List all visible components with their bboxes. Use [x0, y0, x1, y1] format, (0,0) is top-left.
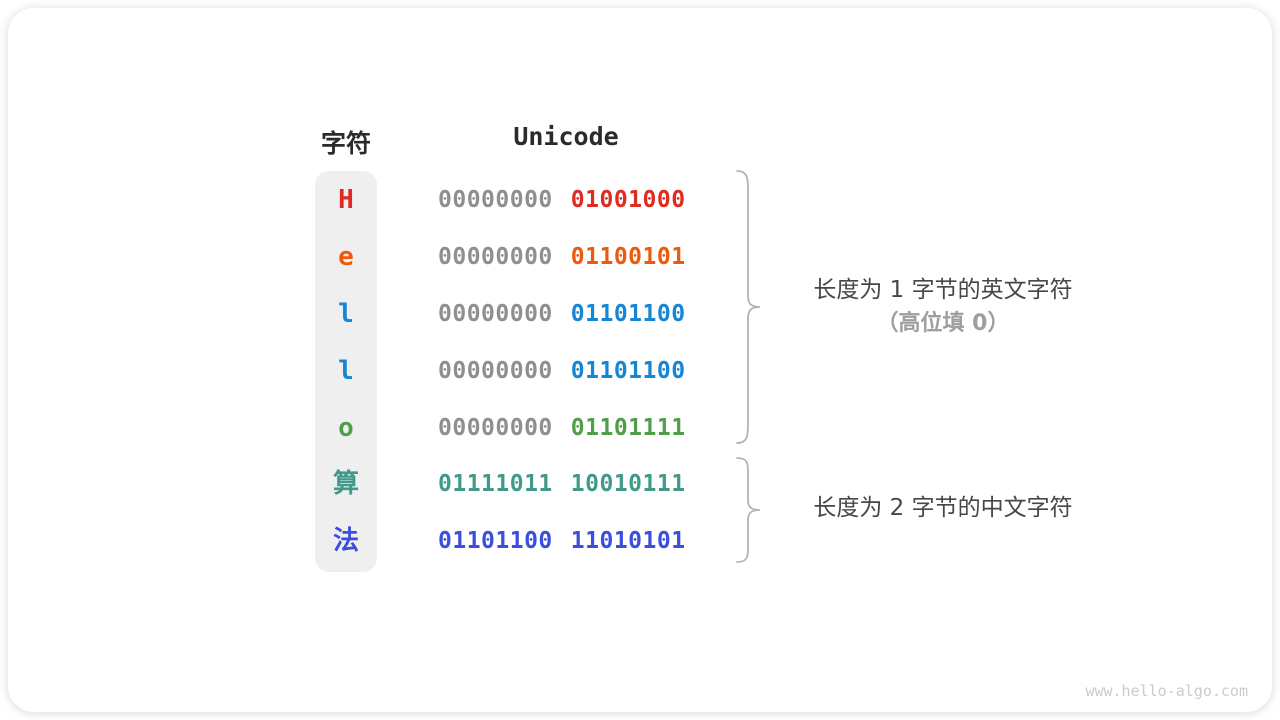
unicode-byte-high: 01111011 [438, 471, 553, 497]
unicode-bytes: 00000000 01101111 [438, 400, 686, 456]
watermark-url: www.hello-algo.com [1085, 682, 1248, 700]
table-row: e 00000000 01100101 [8, 229, 1272, 285]
annotation-english-line2: （高位填 0） [876, 311, 1010, 336]
column-header-character: 字符 [320, 129, 371, 158]
table-row: H 00000000 01001000 [8, 172, 1272, 228]
unicode-byte-low: 10010111 [570, 471, 686, 497]
unicode-byte-low: 01101100 [570, 301, 686, 327]
table-row: o 00000000 01101111 [8, 400, 1272, 456]
unicode-byte-high: 01101100 [438, 528, 553, 554]
character-cell: 算 [332, 469, 359, 499]
unicode-bytes: 01101100 11010101 [438, 513, 686, 569]
unicode-byte-low: 01101111 [570, 415, 686, 441]
figure-card: 字符 Unicode H 00000000 01001000 e 0000000… [8, 8, 1272, 712]
character-cell: l [338, 299, 354, 329]
table-row: 算 01111011 10010111 [8, 456, 1272, 512]
unicode-byte-high: 00000000 [438, 301, 553, 327]
unicode-byte-high: 00000000 [438, 244, 553, 270]
character-cell: H [338, 185, 354, 215]
annotation-english-line1: 长度为 1 字节的英文字符 [813, 277, 1073, 303]
unicode-byte-low: 01100101 [570, 244, 686, 270]
unicode-byte-low: 11010101 [570, 528, 686, 554]
brace-english-group [736, 170, 761, 444]
unicode-bytes: 01111011 10010111 [438, 456, 686, 512]
unicode-bytes: 00000000 01101100 [438, 286, 686, 342]
table-row: l 00000000 01101100 [8, 343, 1272, 399]
unicode-byte-low: 01101100 [570, 358, 686, 384]
table-row: 法 01101100 11010101 [8, 513, 1272, 569]
brace-chinese-group [736, 457, 761, 563]
annotation-chinese-line1: 长度为 2 字节的中文字符 [813, 495, 1073, 521]
unicode-bytes: 00000000 01100101 [438, 229, 686, 285]
unicode-byte-high: 00000000 [438, 358, 553, 384]
unicode-bytes: 00000000 01001000 [438, 172, 686, 228]
table-row: l 00000000 01101100 [8, 286, 1272, 342]
character-cell: l [338, 356, 354, 386]
unicode-byte-low: 01001000 [570, 187, 686, 213]
annotation-english-chars: 长度为 1 字节的英文字符 （高位填 0） [771, 274, 1115, 342]
character-cell: e [338, 242, 354, 272]
character-column-background [315, 171, 377, 572]
unicode-byte-high: 00000000 [438, 415, 553, 441]
character-cell: 法 [332, 526, 359, 556]
character-cell: o [338, 413, 354, 443]
unicode-byte-high: 00000000 [438, 187, 553, 213]
unicode-bytes: 00000000 01101100 [438, 343, 686, 399]
column-header-unicode: Unicode [513, 122, 619, 151]
annotation-chinese-chars: 长度为 2 字节的中文字符 [771, 492, 1115, 524]
